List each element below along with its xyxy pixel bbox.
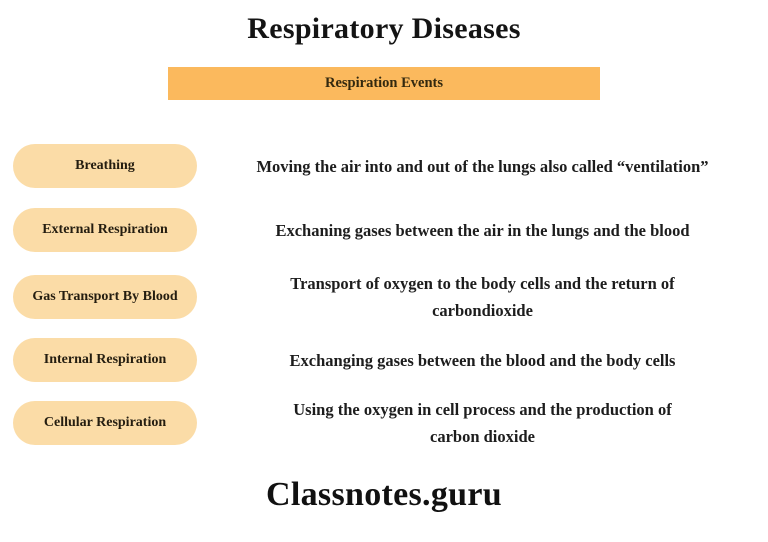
term-pill: Gas Transport By Blood: [13, 275, 197, 319]
banner-label: Respiration Events: [324, 75, 444, 91]
term-pill: Breathing: [13, 144, 197, 188]
term-pill: Internal Respiration: [13, 338, 197, 382]
definitions-list: Breathing Moving the air into and out of…: [0, 144, 768, 450]
definition-line: Moving the air into and out of the lungs…: [256, 156, 709, 176]
definition-row-external-respiration: External Respiration Exchaning gases bet…: [0, 208, 768, 252]
term-label: Cellular Respiration: [43, 415, 167, 430]
definition-line: carbondioxide: [432, 301, 533, 320]
definition-line: Exchaning gases between the air in the l…: [275, 220, 690, 240]
definition-row-internal-respiration: Internal Respiration Exchanging gases be…: [0, 338, 768, 382]
term-label: External Respiration: [42, 222, 168, 237]
definition-text: Using the oxygen in cell process and the…: [197, 396, 768, 450]
definition-row-cellular-respiration: Cellular Respiration Using the oxygen in…: [0, 396, 768, 450]
respiration-events-banner: Respiration Events: [168, 67, 600, 100]
definition-text: Transport of oxygen to the body cells an…: [197, 270, 768, 324]
definition-text: Moving the air into and out of the lungs…: [197, 153, 768, 180]
definition-row-gas-transport: Gas Transport By Blood Transport of oxyg…: [0, 270, 768, 324]
definition-line: Using the oxygen in cell process and the…: [293, 400, 672, 419]
definition-text: Exchaning gases between the air in the l…: [197, 217, 768, 244]
term-pill: Cellular Respiration: [13, 401, 197, 445]
definition-line: carbon dioxide: [430, 427, 535, 446]
footer-brand: Classnotes.guru: [266, 476, 502, 513]
term-label: Internal Respiration: [43, 352, 167, 367]
definition-text: Exchanging gases between the blood and t…: [197, 347, 768, 374]
definition-line: Exchanging gases between the blood and t…: [289, 350, 676, 370]
term-label: Breathing: [75, 158, 135, 173]
definition-line: Transport of oxygen to the body cells an…: [290, 274, 675, 293]
term-label: Gas Transport By Blood: [32, 289, 178, 304]
page-title: Respiratory Diseases: [247, 12, 521, 45]
definition-row-breathing: Breathing Moving the air into and out of…: [0, 144, 768, 188]
term-pill: External Respiration: [13, 208, 197, 252]
